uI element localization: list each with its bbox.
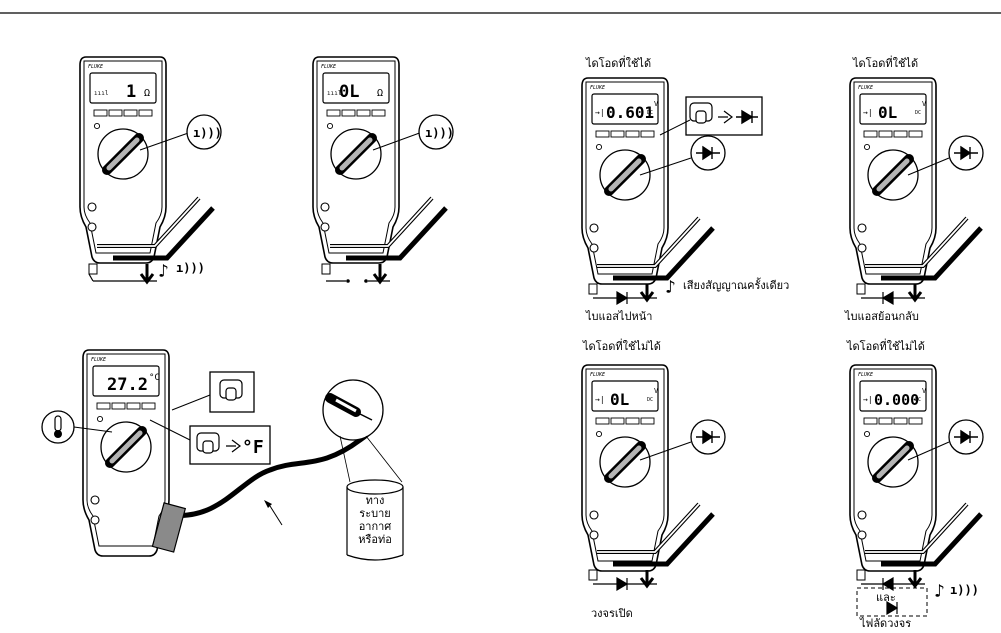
callout-diode-bad-open: [639, 419, 726, 461]
svg-text:♪: ♪: [934, 581, 945, 602]
beep-note-icon-short: ♪ ı))): [934, 581, 979, 602]
fahrenheit-label: °F: [242, 437, 264, 458]
display-reading: 27.2: [107, 375, 148, 395]
display-reading: 0L: [339, 82, 359, 102]
svg-text:ı))): ı))): [176, 261, 205, 275]
caption-forward-bias: ไบแอสไปหน้า: [586, 310, 653, 323]
svg-text:FLUKE: FLUKE: [321, 64, 336, 70]
beep-note-icon: ♪ ı))): [158, 261, 205, 282]
caption-open-circuit: วงจรเปิด: [591, 607, 633, 620]
continuity-sound-icon: ı))): [425, 126, 454, 140]
display-reading: 1: [126, 82, 136, 102]
caption-short-circuit: ไฟลัดวงจร: [860, 617, 912, 630]
display-unit: V: [654, 100, 659, 108]
beep-once-text: เสียงสัญญาณครั้งเดียว: [683, 279, 790, 292]
svg-text:FLUKE: FLUKE: [858, 372, 873, 378]
meter-continuity-closed: FLUKE ıııl 1 Ω: [80, 57, 166, 263]
diode-icon: [696, 145, 720, 161]
svg-text:→|: →|: [863, 108, 873, 117]
diode-icon: [954, 429, 978, 445]
leads-diode-good-reverse: [856, 216, 983, 306]
callout-continuity-closed: ı))): [139, 114, 222, 151]
svg-text:→|: →|: [595, 395, 605, 404]
callout-diode-bad-short: [907, 419, 984, 461]
leads-diode-bad-open: [588, 502, 715, 592]
thermocouple-probe: [151, 379, 403, 553]
callout-diode-good-forward: [639, 135, 726, 176]
duct-label-line: ทาง: [365, 494, 385, 507]
fluke-logo: FLUKE: [88, 64, 103, 70]
duct-label-line: ระบาย: [359, 507, 391, 520]
callout-thermometer: [41, 410, 113, 444]
continuity-sound-icon: ı))): [193, 126, 222, 140]
svg-text:ıııl: ıııl: [327, 90, 342, 97]
svg-text:FLUKE: FLUKE: [858, 85, 873, 91]
callout-continuity-open: ı))): [372, 114, 454, 151]
callout-diode-button: [659, 96, 763, 136]
svg-text:ıııl: ıııl: [94, 90, 109, 97]
thermometer-icon: [54, 430, 62, 438]
meter-diode-bad-short: FLUKE →| 0.000 V DC: [850, 365, 936, 571]
leads-continuity-open: [321, 196, 448, 285]
duct-label: ทาง ระบาย อากาศ หรือท่อ: [351, 494, 399, 546]
duct-label-line: หรือท่อ: [358, 533, 392, 546]
svg-text:DC: DC: [647, 397, 653, 403]
leads-continuity-closed: [88, 196, 215, 285]
svg-text:♪: ♪: [665, 277, 676, 298]
svg-text:DC: DC: [915, 397, 921, 403]
display-reading: 0.000: [874, 391, 919, 409]
callout-diode-good-reverse: [907, 135, 984, 176]
display-unit: V: [654, 387, 659, 395]
display-unit: V: [922, 387, 927, 395]
meter-diode-good-reverse: FLUKE →| 0L V DC: [850, 78, 936, 284]
svg-text:DC: DC: [647, 110, 653, 116]
meter-temperature: FLUKE 27.2 °C: [83, 350, 169, 556]
duct-label-line: อากาศ: [358, 520, 392, 533]
leads-diode-bad-short: [856, 502, 983, 617]
meter-diode-good-forward: FLUKE →| 0.601 V DC: [582, 78, 668, 284]
svg-text:FLUKE: FLUKE: [91, 357, 106, 363]
display-unit: °C: [149, 373, 160, 383]
svg-text:♪: ♪: [158, 261, 169, 282]
svg-text:DC: DC: [915, 110, 921, 116]
diode-icon: [696, 429, 720, 445]
svg-text:→|: →|: [595, 108, 605, 117]
diode-icon: [954, 145, 978, 161]
title-diode-good-reverse: ไดโอดที่ใช้ได้: [853, 57, 919, 70]
callout-button-hold: [171, 371, 255, 413]
beep-note-icon-diode: ♪: [665, 277, 676, 298]
caption-reverse-bias: ไบแอสย้อนกลับ: [845, 310, 919, 323]
display-reading: 0L: [878, 103, 897, 122]
meter-diode-bad-open: FLUKE →| 0L V DC: [582, 365, 668, 571]
display-unit: Ω: [377, 88, 383, 99]
leads-diode-good-forward: [588, 216, 715, 306]
svg-text:→|: →|: [863, 395, 873, 404]
display-reading: 0L: [610, 390, 629, 409]
air-duct: [346, 479, 404, 561]
title-diode-good-forward: ไดโอดที่ใช้ได้: [586, 57, 652, 70]
meter-continuity-open: FLUKE ıııl 0L Ω: [313, 57, 399, 263]
display-unit: V: [922, 100, 927, 108]
svg-text:FLUKE: FLUKE: [590, 85, 605, 91]
svg-text:ı))): ı))): [950, 583, 979, 597]
and-text: และ: [876, 591, 896, 604]
display-unit: Ω: [144, 88, 150, 99]
svg-text:FLUKE: FLUKE: [590, 372, 605, 378]
title-diode-bad-open: ไดโอดที่ใช้ไม่ได้: [583, 340, 661, 353]
display-reading: 0.601: [606, 103, 654, 122]
title-diode-bad-short: ไดโอดที่ใช้ไม่ได้: [847, 340, 925, 353]
callout-button-fahrenheit: °F: [149, 419, 271, 465]
